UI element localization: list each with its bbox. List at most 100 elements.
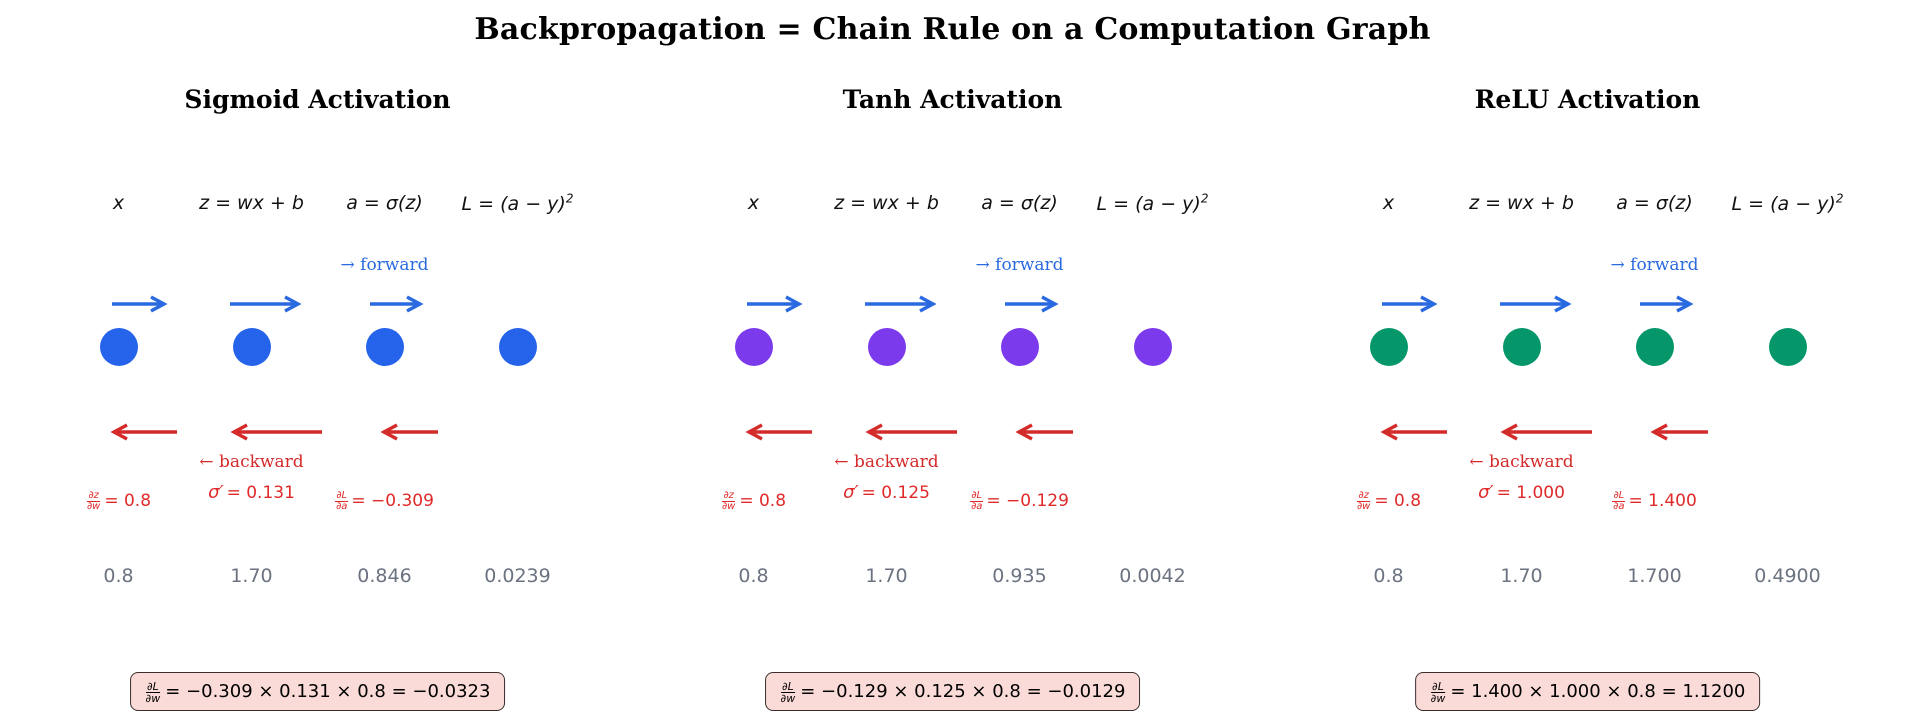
fraction-numerator: ∂L [335, 490, 349, 503]
forward-label-cell: → forward [318, 255, 451, 275]
value-row: 0.8 1.70 0.846 0.0239 [52, 565, 584, 587]
graph-node-a[interactable] [1635, 328, 1674, 366]
graph-node-x[interactable] [734, 328, 773, 366]
node-equation-L: L = (a − y)2 [1096, 192, 1209, 216]
gradient-cell: σ′ = 1.000 [1455, 482, 1588, 511]
backward-arrowhead-3 [1015, 423, 1033, 441]
backward-arrowhead-2 [865, 423, 883, 441]
node-equation-L-base: L = (a − y) [1096, 193, 1201, 216]
spacer-cell [185, 255, 318, 275]
value-cell: 0.935 [953, 565, 1086, 587]
fraction-denominator: ∂a [1613, 501, 1625, 513]
sigma-prime-symbol: σ′ [1478, 482, 1494, 503]
graph-node-z[interactable] [232, 328, 271, 366]
result-box: ∂L∂w = 1.400 × 1.000 × 0.8 = 1.1200 [1414, 672, 1761, 712]
gradient-sigma-prime-value: = 0.131 [226, 482, 295, 503]
fraction-denominator: ∂a [971, 501, 983, 513]
value-cell: 1.700 [1588, 565, 1721, 587]
backward-arrow-group [110, 423, 438, 441]
node-equation-a: a = σ(z) [346, 192, 423, 214]
value-cell: 0.0042 [1086, 565, 1219, 587]
gradient-row: ∂z∂w = 0.8 σ′ = 0.125 ∂L∂a = −0.129 [687, 482, 1219, 513]
value-cell: 0.846 [318, 565, 451, 587]
forward-arrow-group [747, 295, 1059, 313]
node-equation-cell: L = (a − y)2 [1721, 192, 1854, 215]
graph-node-L[interactable] [498, 328, 537, 366]
backward-label-cell: ← backward [185, 452, 318, 472]
fraction-numerator: ∂L [970, 490, 984, 503]
forward-label-cell: → forward [1588, 255, 1721, 275]
spacer-cell [1588, 452, 1721, 472]
backward-label-row: ← backward [687, 452, 1219, 472]
forward-value-x: 0.8 [1373, 565, 1404, 587]
graph-node-L[interactable] [1768, 328, 1807, 366]
node-equation-z: z = wx + b [1469, 192, 1574, 214]
spacer-cell [687, 255, 820, 275]
forward-label-row: → forward [52, 255, 584, 275]
spacer-cell [451, 255, 584, 275]
gradient-dL-da-value: = −0.129 [986, 490, 1069, 511]
value-cell: 1.70 [820, 565, 953, 587]
panel-title-relu: ReLU Activation [1474, 85, 1701, 114]
panel-title-tanh: Tanh Activation [842, 85, 1063, 114]
graph-node-z[interactable] [867, 328, 906, 366]
spacer-cell [1455, 255, 1588, 275]
graph-node-a[interactable] [365, 328, 404, 366]
node-equation-row: x z = wx + b a = σ(z) L = (a − y)2 [687, 192, 1219, 215]
forward-arrowhead-3 [1676, 295, 1694, 313]
fraction-numerator: ∂L [1431, 680, 1445, 694]
fraction-denominator: ∂w [780, 692, 796, 706]
node-equation-cell: L = (a − y)2 [451, 192, 584, 215]
gradient-dz-dw: ∂z∂w = 0.8 [721, 490, 786, 512]
gradient-row: ∂z∂w = 0.8 σ′ = 0.131 ∂L∂a = −0.309 [52, 482, 584, 513]
spacer-cell [1322, 452, 1455, 472]
gradient-dL-da: ∂L∂a = −0.129 [970, 490, 1069, 513]
value-row: 0.8 1.70 0.935 0.0042 [687, 565, 1219, 587]
backward-label: ← backward [199, 452, 304, 472]
node-equation-L: L = (a − y)2 [1732, 192, 1844, 215]
forward-label-row: → forward [1322, 255, 1854, 275]
spacer-cell [318, 452, 451, 472]
graph-node-a[interactable] [1000, 328, 1039, 366]
gradient-dL-da: ∂L∂a = 1.400 [1612, 490, 1697, 513]
graph-node-x[interactable] [99, 328, 138, 366]
spacer-cell [1721, 255, 1854, 275]
backward-arrow-group [745, 423, 1073, 441]
result-box: ∂L∂w = −0.129 × 0.125 × 0.8 = −0.0129 [764, 672, 1141, 712]
node-equation-L-exponent: 2 [1835, 192, 1844, 206]
node-equation-cell: z = wx + b [185, 192, 318, 215]
fraction-numerator: ∂L [780, 680, 795, 694]
node-cell [953, 328, 1086, 386]
gradient-cell: ∂z∂w = 0.8 [52, 482, 185, 513]
gradient-row: ∂z∂w = 0.8 σ′ = 1.000 ∂L∂a = 1.400 [1322, 482, 1854, 513]
forward-arrowhead-1 [785, 295, 803, 313]
node-cell [185, 328, 318, 386]
node-cell [1588, 328, 1721, 386]
forward-arrows [687, 290, 1219, 318]
panel-tanh: Tanh Activation x z = wx + b a = σ(z) L … [635, 0, 1270, 727]
graph-node-L[interactable] [1133, 328, 1172, 366]
graph-node-z[interactable] [1502, 328, 1541, 366]
fraction-numerator: ∂z [87, 490, 100, 503]
gradient-sigma-prime-value: = 0.125 [861, 482, 930, 503]
node-equation-z: z = wx + b [199, 192, 304, 214]
backward-arrowhead-3 [380, 423, 398, 441]
spacer-cell [687, 452, 820, 472]
spacer-cell [451, 452, 584, 472]
forward-value-a: 0.935 [992, 565, 1047, 587]
graph-node-x[interactable] [1369, 328, 1408, 366]
result-box: ∂L∂w = −0.309 × 0.131 × 0.8 = −0.0323 [129, 672, 506, 712]
node-cell [1086, 328, 1219, 386]
spacer-cell [1322, 255, 1455, 275]
gradient-sigma-prime: σ′ = 0.125 [843, 482, 930, 503]
node-equation-cell: x [52, 192, 185, 215]
node-equation-x: x [1382, 192, 1395, 214]
gradient-dz-dw-value: = 0.8 [1374, 490, 1422, 511]
node-equation-cell: z = wx + b [1455, 192, 1588, 215]
gradient-dL-da: ∂L∂a = −0.309 [335, 490, 434, 512]
panel-sigmoid: Sigmoid Activation x z = wx + b a = σ(z)… [0, 0, 635, 727]
node-equation-x: x [112, 192, 125, 214]
fraction-denominator: ∂w [86, 501, 101, 513]
node-equation-cell: L = (a − y)2 [1086, 192, 1219, 215]
